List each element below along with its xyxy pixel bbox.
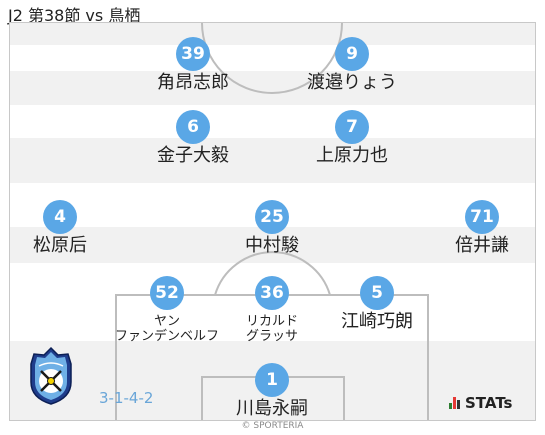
stats-bars-icon (449, 397, 460, 409)
player-number: 36 (255, 276, 289, 310)
player-name: リカルド グラッサ (192, 314, 352, 344)
player-name: 倍井謙 (455, 235, 509, 256)
player-number: 7 (335, 110, 369, 144)
player-number: 9 (335, 37, 369, 71)
player-name: 渡邉りょう (307, 72, 397, 93)
player-name: 中村駿 (245, 235, 299, 256)
player-name: 川島永嗣 (236, 398, 308, 419)
player-name: ヤン ファンデンベルフ (87, 314, 247, 344)
penalty-arc (214, 251, 331, 296)
player-name-line-1: リカルド (245, 314, 298, 329)
player-number: 39 (176, 37, 210, 71)
player-name: 松原后 (33, 235, 87, 256)
jubilo-crest-icon (27, 346, 75, 406)
player-name-line-1: ヤン (153, 314, 180, 329)
player-number: 4 (43, 200, 77, 234)
player-name-line-2: ファンデンベルフ (114, 329, 219, 344)
player-number: 6 (176, 110, 210, 144)
copyright: © SPORTERIA (241, 421, 304, 431)
player-name: 金子大毅 (157, 145, 229, 166)
match-title: J2 第38節 vs 鳥栖 (8, 6, 141, 25)
player-name: 上原力也 (316, 145, 388, 166)
stats-logo: STATs (449, 394, 512, 412)
player-name-line-2: グラッサ (245, 329, 298, 344)
player-number: 5 (360, 276, 394, 310)
player-number: 52 (150, 276, 184, 310)
player-name: 江崎巧朗 (341, 311, 413, 332)
pitch: 39 角昂志郎 9 渡邉りょう 6 金子大毅 7 上原力也 4 松原后 25 中… (9, 22, 536, 421)
formation-label: 3-1-4-2 (99, 389, 154, 407)
player-number: 25 (255, 200, 289, 234)
player-number: 71 (465, 200, 499, 234)
stats-brand-text: STATs (465, 394, 513, 412)
player-name: 角昂志郎 (157, 72, 229, 93)
player-number: 1 (255, 363, 289, 397)
